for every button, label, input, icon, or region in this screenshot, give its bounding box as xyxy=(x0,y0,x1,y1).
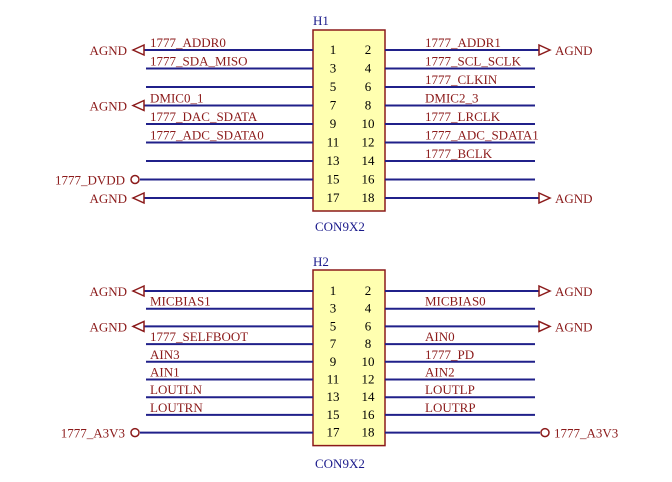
connector-h2-row-3-left-ground-arrow-icon xyxy=(131,320,145,333)
connector-h2-row-1-right-ground-arrow-icon xyxy=(538,284,552,298)
connector-h1-row-2-left-pin: 3 xyxy=(330,61,337,76)
connector-h1-row-2-left-net: 1777_SDA_MISO xyxy=(150,54,248,69)
connector-h1-row-4-left-ground-arrow-icon xyxy=(131,99,145,112)
connector-h1-row-1-right-net: 1777_ADDR1 xyxy=(425,35,501,50)
connector-h1-row-5-right-pin: 10 xyxy=(362,116,375,131)
connector-h1-row-4-left-net: DMIC0_1 xyxy=(150,91,203,106)
connector-h1-row-4-right-net: DMIC2_3 xyxy=(425,91,478,106)
connector-h1-row-6-right-pin: 12 xyxy=(362,135,375,150)
connector-h2-row-5-left-net: AIN3 xyxy=(150,347,180,362)
connector-h1-row-1-left-net: 1777_ADDR0 xyxy=(150,35,226,50)
connector-h1-row-5-left-pin: 9 xyxy=(330,116,337,131)
connector-h1-row-9-left-port-label: AGND xyxy=(89,191,127,206)
connector-h2-row-9-right-port-label: 1777_A3V3 xyxy=(554,426,618,441)
connector-h2-row-8-right-pin: 16 xyxy=(362,407,376,422)
connector-h2-row-9-left-port-circle-icon xyxy=(130,427,140,438)
connector-h1-row-1-right-pin: 2 xyxy=(365,42,372,57)
connector-h1-row-7-right-net: 1777_BCLK xyxy=(425,146,493,161)
connector-h2-row-9-right-port-circle-icon xyxy=(540,427,550,438)
connector-h2-row-2-left-net: MICBIAS1 xyxy=(150,294,211,309)
connector-h2-row-6-left-pin: 11 xyxy=(327,372,340,387)
connector-h2-row-8-left-net: LOUTRN xyxy=(150,400,203,415)
connector-h2-row-3-left-pin: 5 xyxy=(330,318,337,333)
connector-h2-row-6-right-net: AIN2 xyxy=(425,365,455,380)
connector-h1-row-6-left-pin: 11 xyxy=(327,135,340,150)
connector-h1-row-5-right-net: 1777_LRCLK xyxy=(425,109,501,124)
connector-h2-row-1-right-pin: 2 xyxy=(365,283,372,298)
connector-h2-row-1-right-port-label: AGND xyxy=(555,284,593,299)
connector-h1-row-6-left-net: 1777_ADC_SDATA0 xyxy=(150,128,264,143)
connector-h2-row-4-left-pin: 7 xyxy=(330,336,337,351)
connector-h2-ref-label: H2 xyxy=(313,254,329,269)
connector-h2-row-3-right-port-label: AGND xyxy=(555,319,593,334)
connector-h2-row-7-right-net: LOUTLP xyxy=(425,382,475,397)
connector-h2-row-2-right-pin: 4 xyxy=(365,301,372,316)
connector-h1-row-9-right-pin: 18 xyxy=(362,190,375,205)
connector-h2-row-4-right-pin: 8 xyxy=(365,336,372,351)
connector-h1-row-4-right-pin: 8 xyxy=(365,98,372,113)
connector-h1-row-9-left-pin: 17 xyxy=(327,190,341,205)
connector-h2-row-4-left-net: 1777_SELFBOOT xyxy=(150,329,248,344)
connector-h2-row-1-left-ground-arrow-icon xyxy=(131,284,145,298)
connector-h1-row-1-left-port-label: AGND xyxy=(89,43,127,58)
connector-h1-row-1-right-port-label: AGND xyxy=(555,43,593,58)
connector-h2-body xyxy=(312,269,386,447)
connector-h2-row-6-right-pin: 12 xyxy=(362,372,375,387)
connector-h1-row-7-right-pin: 14 xyxy=(362,153,376,168)
connector-h2-row-6-left-net: AIN1 xyxy=(150,365,180,380)
connector-h1-row-4-left-pin: 7 xyxy=(330,98,337,113)
connector-h1-row-1-left-ground-arrow-icon xyxy=(131,43,145,57)
connector-h1-ref-label: H1 xyxy=(313,13,329,28)
connector-h1-row-9-right-ground-arrow-icon xyxy=(538,191,552,205)
connector-h2-row-8-left-pin: 15 xyxy=(327,407,340,422)
connector-h1-row-7-left-pin: 13 xyxy=(327,153,340,168)
connector-h1-row-8-left-port-label: 1777_DVDD xyxy=(55,173,125,188)
connector-h1-body xyxy=(312,29,386,212)
connector-h1-row-2-right-net: 1777_SCL_SCLK xyxy=(425,54,522,69)
connector-h2-row-8-right-net: LOUTRP xyxy=(425,400,476,415)
connector-h2-row-7-right-pin: 14 xyxy=(362,389,376,404)
connector-h2-row-3-right-pin: 6 xyxy=(365,318,372,333)
connector-h1-row-2-right-pin: 4 xyxy=(365,61,372,76)
connector-h2-row-2-right-net: MICBIAS0 xyxy=(425,294,486,309)
connector-h2-row-9-right-pin: 18 xyxy=(362,425,375,440)
connector-h1-part-label: CON9X2 xyxy=(315,219,365,234)
connector-h1-row-3-right-pin: 6 xyxy=(365,79,372,94)
connector-h1-row-8-right-pin: 16 xyxy=(362,172,376,187)
connector-h1-row-5-left-net: 1777_DAC_SDATA xyxy=(150,109,258,124)
connector-h1-row-1-left-pin: 1 xyxy=(330,42,337,57)
connector-h2-row-9-left-pin: 17 xyxy=(327,425,341,440)
connector-h1-row-6-right-net: 1777_ADC_SDATA1 xyxy=(425,128,539,143)
connector-h1-row-8-left-port-circle-icon xyxy=(130,174,140,185)
connector-h1-row-3-left-pin: 5 xyxy=(330,79,337,94)
connector-h2-row-5-left-pin: 9 xyxy=(330,354,337,369)
connector-h2-row-3-right-ground-arrow-icon xyxy=(538,320,552,333)
connector-h1-row-3-right-net: 1777_CLKIN xyxy=(425,72,498,87)
connector-h2-row-3-left-port-label: AGND xyxy=(89,319,127,334)
connector-h2-row-5-right-net: 1777_PD xyxy=(425,347,474,362)
connector-h1-row-1-right-ground-arrow-icon xyxy=(538,43,552,57)
connector-h2-row-7-left-pin: 13 xyxy=(327,389,340,404)
connector-h2-row-5-right-pin: 10 xyxy=(362,354,375,369)
connector-h2-row-4-right-net: AIN0 xyxy=(425,329,455,344)
connector-h2-part-label: CON9X2 xyxy=(315,456,365,471)
connector-h2-row-1-left-port-label: AGND xyxy=(89,284,127,299)
connector-h1-row-4-left-port-label: AGND xyxy=(89,99,127,114)
connector-h1-row-9-right-port-label: AGND xyxy=(555,191,593,206)
connector-h1-row-9-left-ground-arrow-icon xyxy=(131,191,145,205)
connector-h2-row-2-left-pin: 3 xyxy=(330,301,337,316)
connector-h2-row-9-left-port-label: 1777_A3V3 xyxy=(61,426,125,441)
connector-h1-row-8-left-pin: 15 xyxy=(327,172,340,187)
connector-h2-row-7-left-net: LOUTLN xyxy=(150,382,203,397)
connector-h2-row-1-left-pin: 1 xyxy=(330,283,337,298)
